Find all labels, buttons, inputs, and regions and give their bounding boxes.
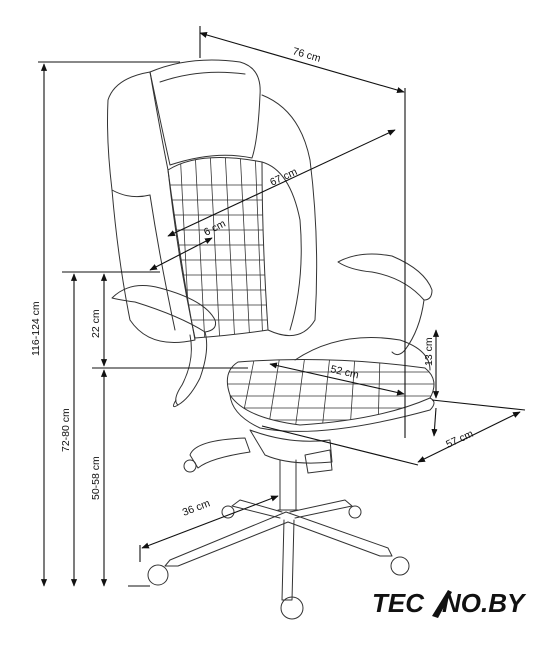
chair-caster	[147, 564, 169, 586]
label-backrest-depth: 67 cm	[268, 166, 299, 189]
dim-seat-depth-line	[269, 362, 405, 396]
dim-backrest-depth-line	[167, 129, 396, 237]
chair-left-armrest	[111, 285, 216, 333]
label-base-radius: 36 cm	[181, 497, 212, 519]
dim-headrest-line	[149, 237, 213, 271]
dim-base-radius-line	[141, 495, 279, 549]
dimension-lines	[38, 26, 526, 587]
label-armrest-height: 72-80 cm	[60, 408, 72, 452]
label-armrest-seat: 22 cm	[90, 309, 102, 338]
brand-logo: TEC NO.BY	[370, 586, 530, 622]
brand-prefix: TEC	[372, 588, 425, 618]
brand-swoosh-icon	[432, 590, 452, 618]
brand-suffix: NO.BY	[442, 588, 527, 618]
dim-depth-line	[417, 411, 521, 463]
label-width: 76 cm	[291, 45, 322, 64]
dim-width-line	[199, 31, 405, 94]
chair-gas-lift	[279, 459, 297, 511]
label-total-height: 116-124 cm	[30, 301, 42, 356]
label-armrest-side: 13 cm	[423, 337, 435, 366]
chair-backrest-shell	[107, 71, 196, 343]
chair-base	[164, 511, 289, 567]
seat-quilting	[227, 359, 434, 425]
chair-headrest	[149, 59, 261, 166]
label-headrest: 6 cm	[202, 218, 228, 239]
chair-right-armrest	[337, 253, 433, 301]
dimension-labels: 76 cm 67 cm 6 cm 116-124 cm 72-80 cm 22 …	[30, 45, 475, 518]
label-seat-height: 50-58 cm	[90, 456, 102, 500]
chair-drawing	[107, 59, 435, 620]
label-depth: 57 cm	[444, 428, 475, 451]
